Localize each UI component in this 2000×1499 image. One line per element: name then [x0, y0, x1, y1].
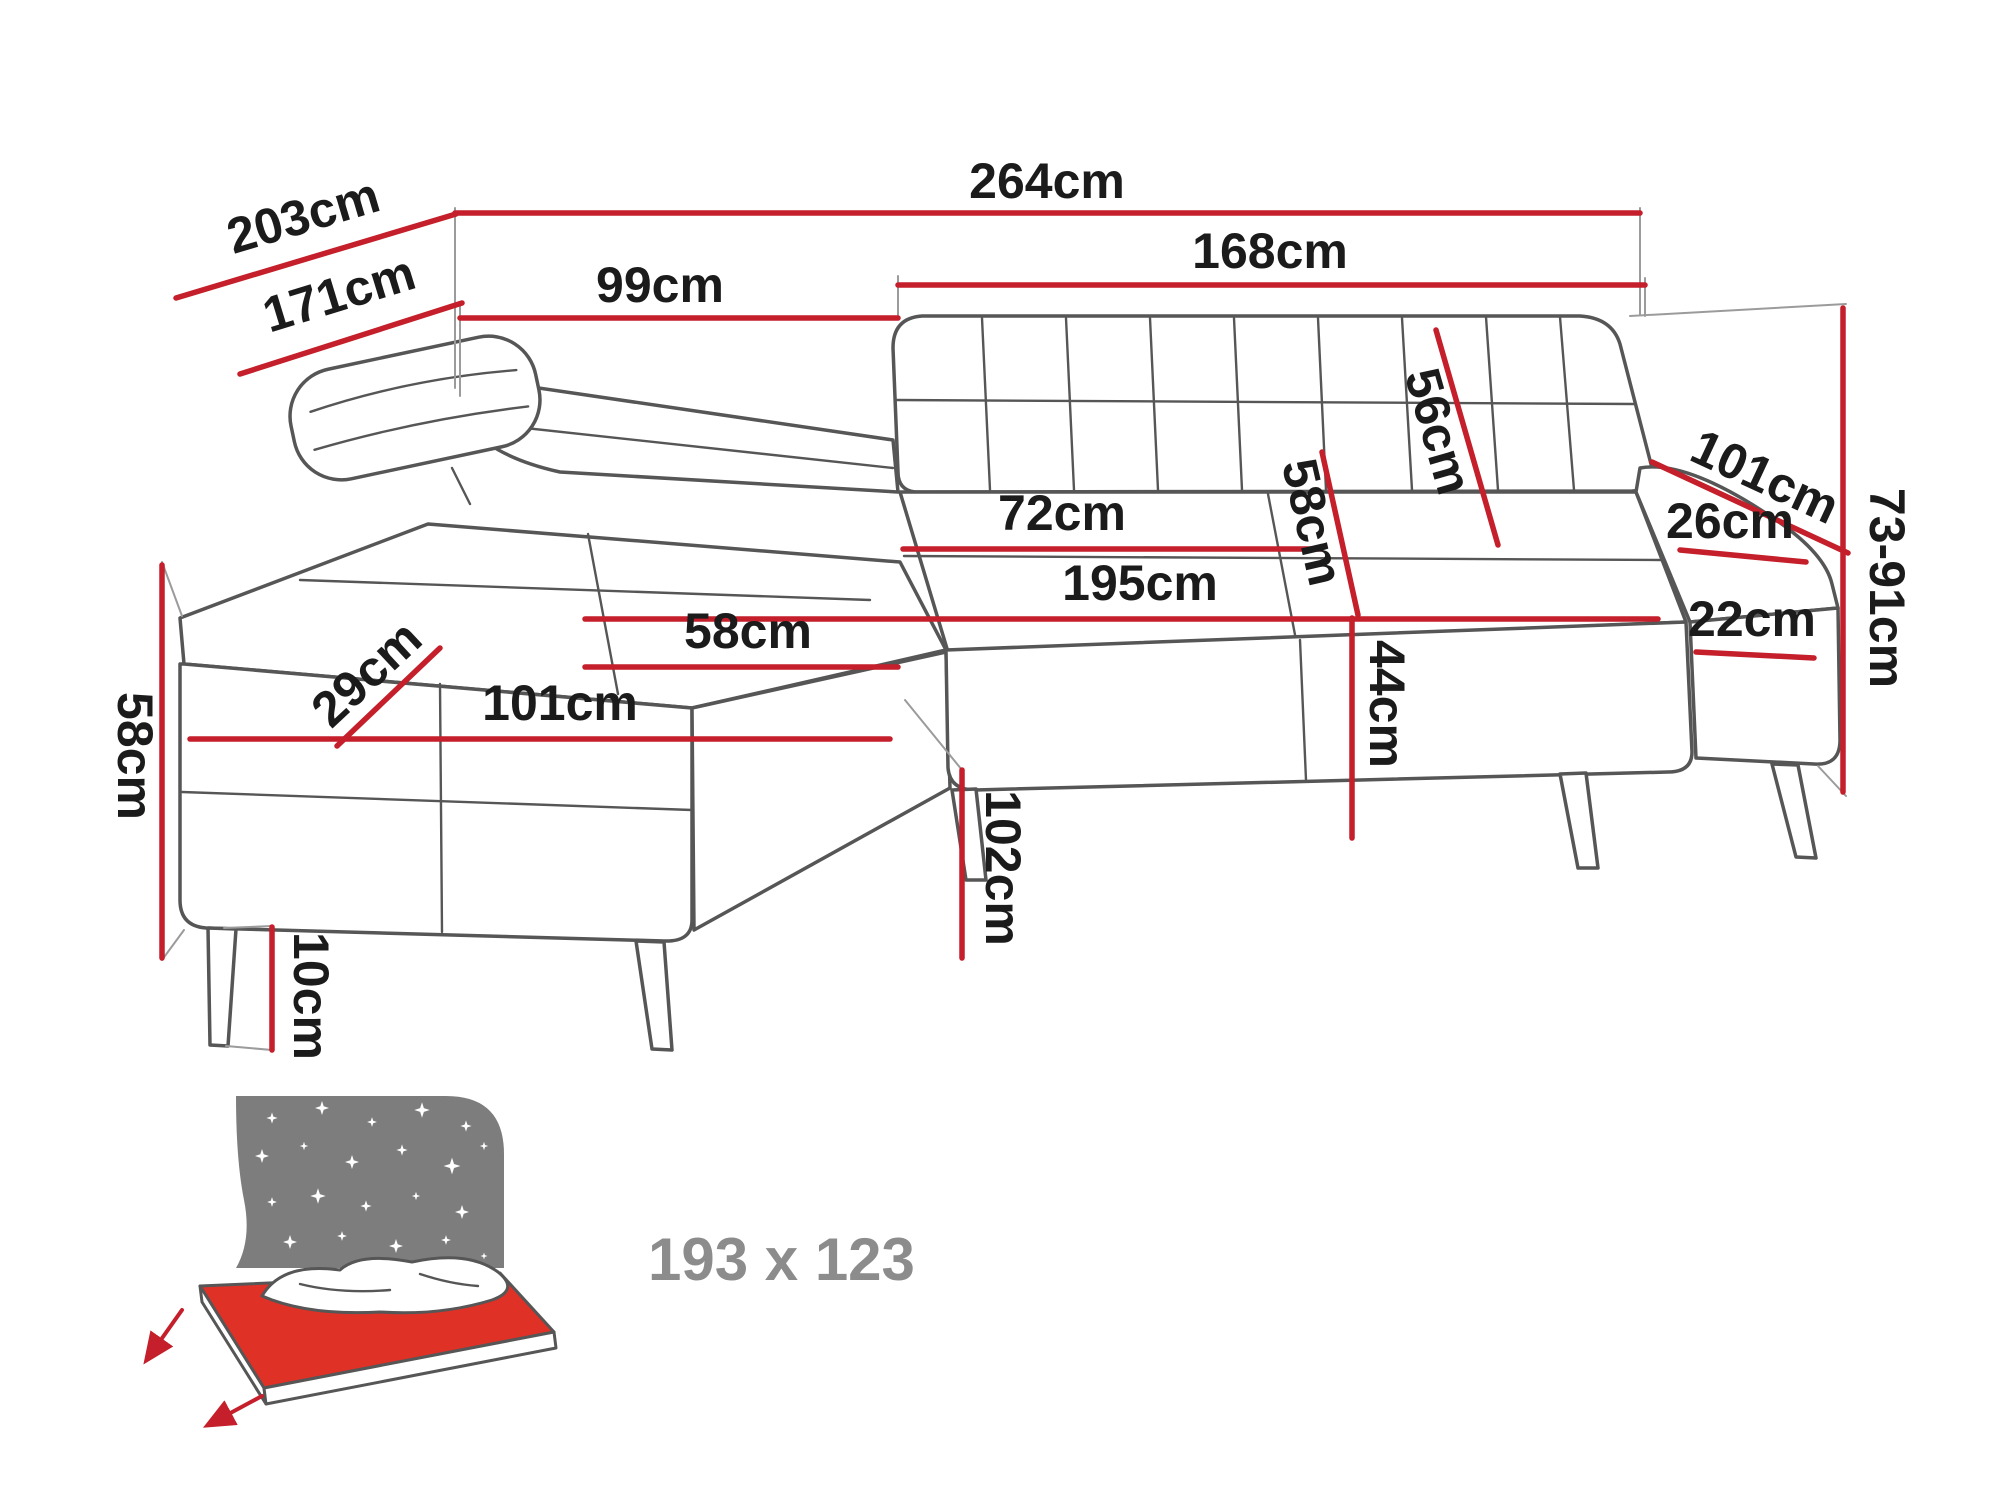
sofa-chaise-side — [690, 650, 952, 932]
dim-label-total-depth: 203cm — [221, 167, 386, 265]
dim-line-armrest-width — [1677, 547, 1809, 565]
dim-line-seat-depth — [1319, 449, 1361, 618]
dim-label-main-back: 168cm — [1192, 223, 1348, 279]
dim-label-overall-width: 264cm — [969, 153, 1125, 209]
sofa-main-front — [944, 620, 1694, 792]
dim-label-inner-depth: 171cm — [256, 244, 421, 343]
dim-label-back-height: 73-91cm — [1859, 488, 1915, 688]
dim-label-seat-cushion: 72cm — [998, 485, 1126, 541]
dim-label-corner-back: 99cm — [596, 257, 724, 313]
sofa-headrest — [288, 334, 542, 482]
bed-duvet — [260, 1256, 509, 1315]
extension-lines — [161, 207, 1847, 1051]
bed-headboard — [236, 1096, 504, 1268]
sofa-leg — [206, 926, 238, 1048]
bed-unfold-arrow — [143, 1308, 184, 1365]
dimension-labels: 264cm 203cm 171cm 99cm 168cm 56cm 101cm … — [107, 153, 1915, 1060]
dim-label-armrest-width: 26cm — [1666, 493, 1794, 549]
dim-line-armrest-length — [1649, 459, 1851, 556]
dim-label-chaise-depth: 102cm — [975, 790, 1031, 946]
bed-mattress-front-face — [262, 1330, 558, 1406]
dim-line-armrest-top — [1693, 649, 1817, 661]
sofa-chaise-front — [178, 662, 694, 943]
dim-label-armrest-top: 22cm — [1688, 591, 1816, 647]
headrest-mount — [450, 466, 472, 506]
dim-line-inner-depth — [237, 300, 465, 377]
sofa-leg — [1558, 771, 1600, 870]
bed-unfold-arrow — [202, 1394, 264, 1428]
dim-line-corner-depth — [334, 645, 443, 749]
dim-label-chaise-width: 101cm — [482, 675, 638, 731]
sleeping-area-label: 193 x 123 — [648, 1226, 915, 1293]
sofa-leg — [634, 939, 674, 1052]
sofa-armrest-side — [1688, 606, 1842, 766]
sofa-drawing — [178, 314, 1842, 1052]
sofa-leg — [1770, 762, 1818, 860]
dim-line-total-depth — [173, 211, 459, 301]
sofa-bed-icon — [143, 1096, 558, 1428]
dim-label-seat-height: 44cm — [1359, 640, 1415, 768]
dim-label-side-height: 58cm — [107, 692, 163, 820]
dim-label-seat-width: 195cm — [1062, 555, 1218, 611]
dim-label-leg-height: 10cm — [283, 932, 339, 1060]
dim-label-chaise-seat: 58cm — [684, 603, 812, 659]
dimension-lines — [159, 210, 1851, 1053]
dim-line-backrest-height — [1433, 327, 1501, 548]
